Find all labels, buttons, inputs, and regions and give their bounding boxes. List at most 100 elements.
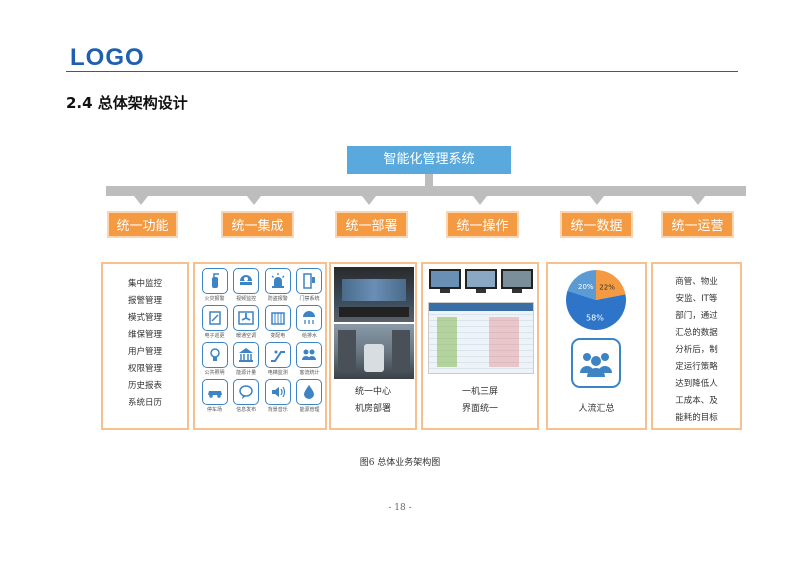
building-energy-icon xyxy=(233,342,259,368)
deployment-caption-1: 统一中心 xyxy=(331,384,415,401)
pie-label: 58% xyxy=(586,313,604,322)
speaker-icon xyxy=(265,379,291,405)
icon-label: 视频监控 xyxy=(236,295,256,302)
icon-label: 门禁系统 xyxy=(299,295,319,302)
panel-integration: 火灾报警 视频监控 防盗报警 门禁系统 电子巡更 xyxy=(193,262,327,430)
text-line: 商管、物业 xyxy=(653,274,740,291)
door-access-icon xyxy=(296,268,322,294)
arrow-down-icon xyxy=(247,196,261,205)
panel-operation: 一机三屏 界面统一 xyxy=(421,262,539,430)
text-line: 分析后，制 xyxy=(653,342,740,359)
deployment-caption-2: 机房部署 xyxy=(331,401,415,418)
icon-label: 暖通空调 xyxy=(236,332,256,339)
pie-label: 20% xyxy=(578,283,594,291)
panel-deployment: 统一中心 机房部署 xyxy=(329,262,417,430)
section-title: 2.4 总体架构设计 xyxy=(66,92,188,113)
list-item: 报警管理 xyxy=(103,293,187,310)
alarm-siren-icon xyxy=(265,268,291,294)
operations-text: 商管、物业 安监、IT等 部门，通过 汇总的数据 分析后，制 定运行策略 达到降… xyxy=(653,274,740,427)
monitor-icon xyxy=(429,269,461,289)
car-parking-icon xyxy=(202,379,228,405)
integration-item: 防盗报警 xyxy=(263,268,292,302)
list-item: 集中监控 xyxy=(103,276,187,293)
data-caption: 人流汇总 xyxy=(548,401,645,418)
arrow-down-icon xyxy=(590,196,604,205)
arrow-down-icon xyxy=(362,196,376,205)
icon-label: 信息发布 xyxy=(236,406,256,413)
fire-extinguisher-icon xyxy=(202,268,228,294)
water-supply-icon xyxy=(296,305,322,331)
text-line: 安监、IT等 xyxy=(653,291,740,308)
icon-label: 停车场 xyxy=(207,406,222,413)
integration-item: 火灾报警 xyxy=(200,268,229,302)
icon-label: 防盗报警 xyxy=(268,295,288,302)
text-line: 能耗的目标 xyxy=(653,410,740,427)
arrow-down-icon xyxy=(691,196,705,205)
category-operations: 统一运营 xyxy=(661,211,734,238)
top-node: 智能化管理系统 xyxy=(347,146,511,174)
integration-item: 电梯监测 xyxy=(263,342,292,376)
list-item: 系统日历 xyxy=(103,395,187,412)
patrol-icon xyxy=(202,305,228,331)
icon-label: 电梯监测 xyxy=(268,369,288,376)
monitor-icon xyxy=(465,269,497,289)
people-group-icon xyxy=(571,338,621,388)
category-data: 统一数据 xyxy=(560,211,633,238)
integration-item: 能源计量 xyxy=(232,342,261,376)
monitor-icon xyxy=(501,269,533,289)
icon-label: 能源计量 xyxy=(236,369,256,376)
icon-label: 给排水 xyxy=(302,332,317,339)
icon-label: 公共照明 xyxy=(204,369,224,376)
integration-item: 视频监控 xyxy=(232,268,261,302)
list-item: 权限管理 xyxy=(103,361,187,378)
list-item: 模式管理 xyxy=(103,310,187,327)
escalator-icon xyxy=(265,342,291,368)
icon-label: 火灾报警 xyxy=(204,295,224,302)
icon-label: 电子巡更 xyxy=(204,332,224,339)
integration-item: 客流统计 xyxy=(295,342,324,376)
integration-item: 公共照明 xyxy=(200,342,229,376)
pie-chart: 20% 22% 58% xyxy=(548,264,645,334)
integration-item: 给排水 xyxy=(295,305,324,339)
panel-operations: 商管、物业 安监、IT等 部门，通过 汇总的数据 分析后，制 定运行策略 达到降… xyxy=(651,262,742,430)
category-operation: 统一操作 xyxy=(446,211,519,238)
operation-caption-1: 一机三屏 xyxy=(423,384,537,401)
arrow-down-icon xyxy=(473,196,487,205)
text-line: 部门，通过 xyxy=(653,308,740,325)
figure-caption: 图6 总体业务架构图 xyxy=(0,455,800,468)
list-item: 历史报表 xyxy=(103,378,187,395)
panel-functions: 集中监控 报警管理 模式管理 维保管理 用户管理 权限管理 历史报表 系统日历 xyxy=(101,262,189,430)
text-line: 达到降低人 xyxy=(653,376,740,393)
icon-label: 变配电 xyxy=(270,332,285,339)
integration-item: 停车场 xyxy=(200,379,229,413)
people-count-icon xyxy=(296,342,322,368)
integration-item: 暖通空调 xyxy=(232,305,261,339)
integration-item: 能源管理 xyxy=(295,379,324,413)
header-divider xyxy=(66,71,738,72)
arrow-down-icon xyxy=(134,196,148,205)
logo: LOGO xyxy=(70,44,145,72)
category-deployment: 统一部署 xyxy=(335,211,408,238)
text-line: 工成本、及 xyxy=(653,393,740,410)
list-item: 维保管理 xyxy=(103,327,187,344)
camera-dome-icon xyxy=(233,268,259,294)
top-connector xyxy=(425,174,433,186)
icon-label: 能源管理 xyxy=(299,406,319,413)
bulb-lighting-icon xyxy=(202,342,228,368)
power-distribution-icon xyxy=(265,305,291,331)
functions-list: 集中监控 报警管理 模式管理 维保管理 用户管理 权限管理 历史报表 系统日历 xyxy=(103,276,187,412)
panel-data: 20% 22% 58% 人流汇总 xyxy=(546,262,647,430)
page-number: - 18 - xyxy=(0,503,800,513)
software-screenshot xyxy=(428,302,534,374)
fan-hvac-icon xyxy=(233,305,259,331)
integration-item: 门禁系统 xyxy=(295,268,324,302)
integration-item: 背景音乐 xyxy=(263,379,292,413)
integration-item: 信息发布 xyxy=(232,379,261,413)
text-line: 定运行策略 xyxy=(653,359,740,376)
speech-bubble-icon xyxy=(233,379,259,405)
control-room-photo xyxy=(334,267,414,322)
water-drop-icon xyxy=(296,379,322,405)
integration-item: 电子巡更 xyxy=(200,305,229,339)
server-room-photo xyxy=(334,324,414,379)
distribution-bar xyxy=(106,186,746,196)
